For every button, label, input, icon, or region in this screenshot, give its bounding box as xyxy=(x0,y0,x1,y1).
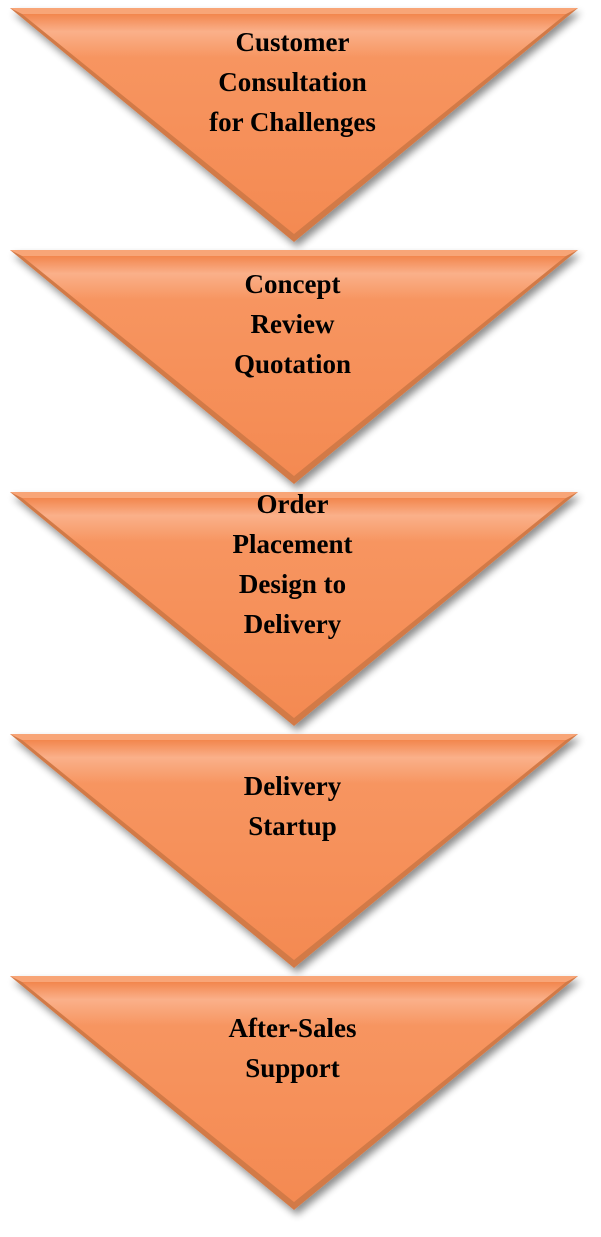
process-step-1: Customer Consultation for Challenges xyxy=(0,6,601,251)
step-4-label: Delivery Startup xyxy=(190,766,395,846)
step-3-line-2: Placement xyxy=(232,529,353,559)
step-3-label: Order Placement Design to Delivery xyxy=(190,484,395,644)
triangle-shape xyxy=(10,976,578,1210)
step-5-line-2: Support xyxy=(245,1053,340,1083)
process-step-2: Concept Review Quotation xyxy=(0,248,601,493)
step-4-line-1: Delivery xyxy=(243,771,342,801)
process-step-3: Order Placement Design to Delivery xyxy=(0,489,601,735)
step-5-line-1: After-Sales xyxy=(228,1013,357,1043)
step-3-line-1: Order xyxy=(256,489,329,519)
process-step-4: Delivery Startup xyxy=(0,732,601,977)
step-1-line-3: for Challenges xyxy=(209,107,376,137)
step-1-line-1: Customer xyxy=(235,27,350,57)
step-2-line-1: Concept xyxy=(244,269,341,299)
step-2-label: Concept Review Quotation xyxy=(190,264,395,384)
step-4-line-2: Startup xyxy=(248,811,337,841)
step-2-line-3: Quotation xyxy=(233,349,352,379)
step-2-line-2: Review xyxy=(250,309,335,339)
process-step-5: After-Sales Support xyxy=(0,974,601,1219)
triangle-shape xyxy=(10,492,578,726)
step-3-line-4: Delivery xyxy=(243,609,342,639)
triangle-shape xyxy=(10,8,578,242)
step-1-label: Customer Consultation for Challenges xyxy=(190,22,395,142)
triangle-shape xyxy=(10,250,578,484)
triangle-shape xyxy=(10,734,578,968)
step-5-label: After-Sales Support xyxy=(190,1008,395,1088)
step-1-line-2: Consultation xyxy=(218,67,367,97)
step-3-line-3: Design to xyxy=(238,569,347,599)
